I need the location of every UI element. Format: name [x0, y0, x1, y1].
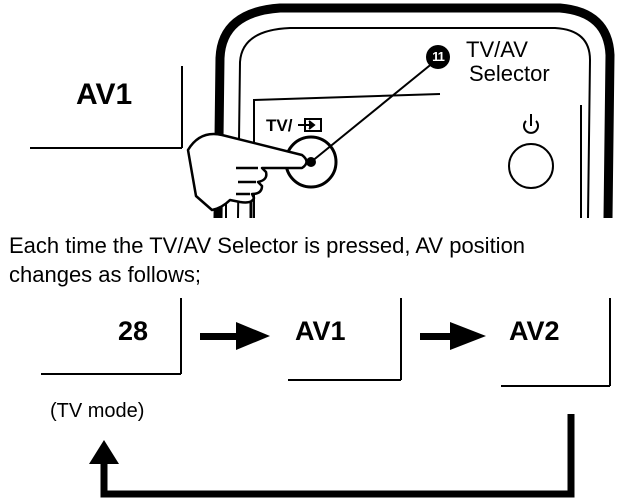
power-icon: [524, 114, 538, 133]
callout-line: [311, 62, 434, 162]
arrow-right-1: [200, 322, 270, 350]
selector-label-line2: Selector: [469, 61, 550, 87]
description-line2: changes as follows;: [9, 262, 201, 288]
sequence-box-28: [41, 298, 181, 374]
sequence-item-av1: AV1: [295, 316, 346, 347]
tv-mode-label: (TV mode): [50, 400, 144, 423]
sequence-item-28: 28: [118, 316, 148, 347]
selector-label-line1: TV/AV: [466, 37, 528, 63]
remote-control: [218, 8, 610, 218]
remote-outer: [218, 8, 610, 218]
power-button[interactable]: [509, 144, 553, 188]
return-arrow: [104, 414, 571, 494]
sequence-item-av2: AV2: [509, 316, 560, 347]
description-line1: Each time the TV/AV Selector is pressed,…: [9, 233, 525, 259]
input-arrow-icon: [298, 119, 321, 131]
arrow-right-2: [420, 322, 486, 350]
callout-number-badge: 11: [426, 45, 450, 69]
return-arrow-head: [89, 440, 119, 464]
tv-button-label: TV/: [266, 116, 292, 136]
av-display-top: AV1: [76, 78, 132, 112]
